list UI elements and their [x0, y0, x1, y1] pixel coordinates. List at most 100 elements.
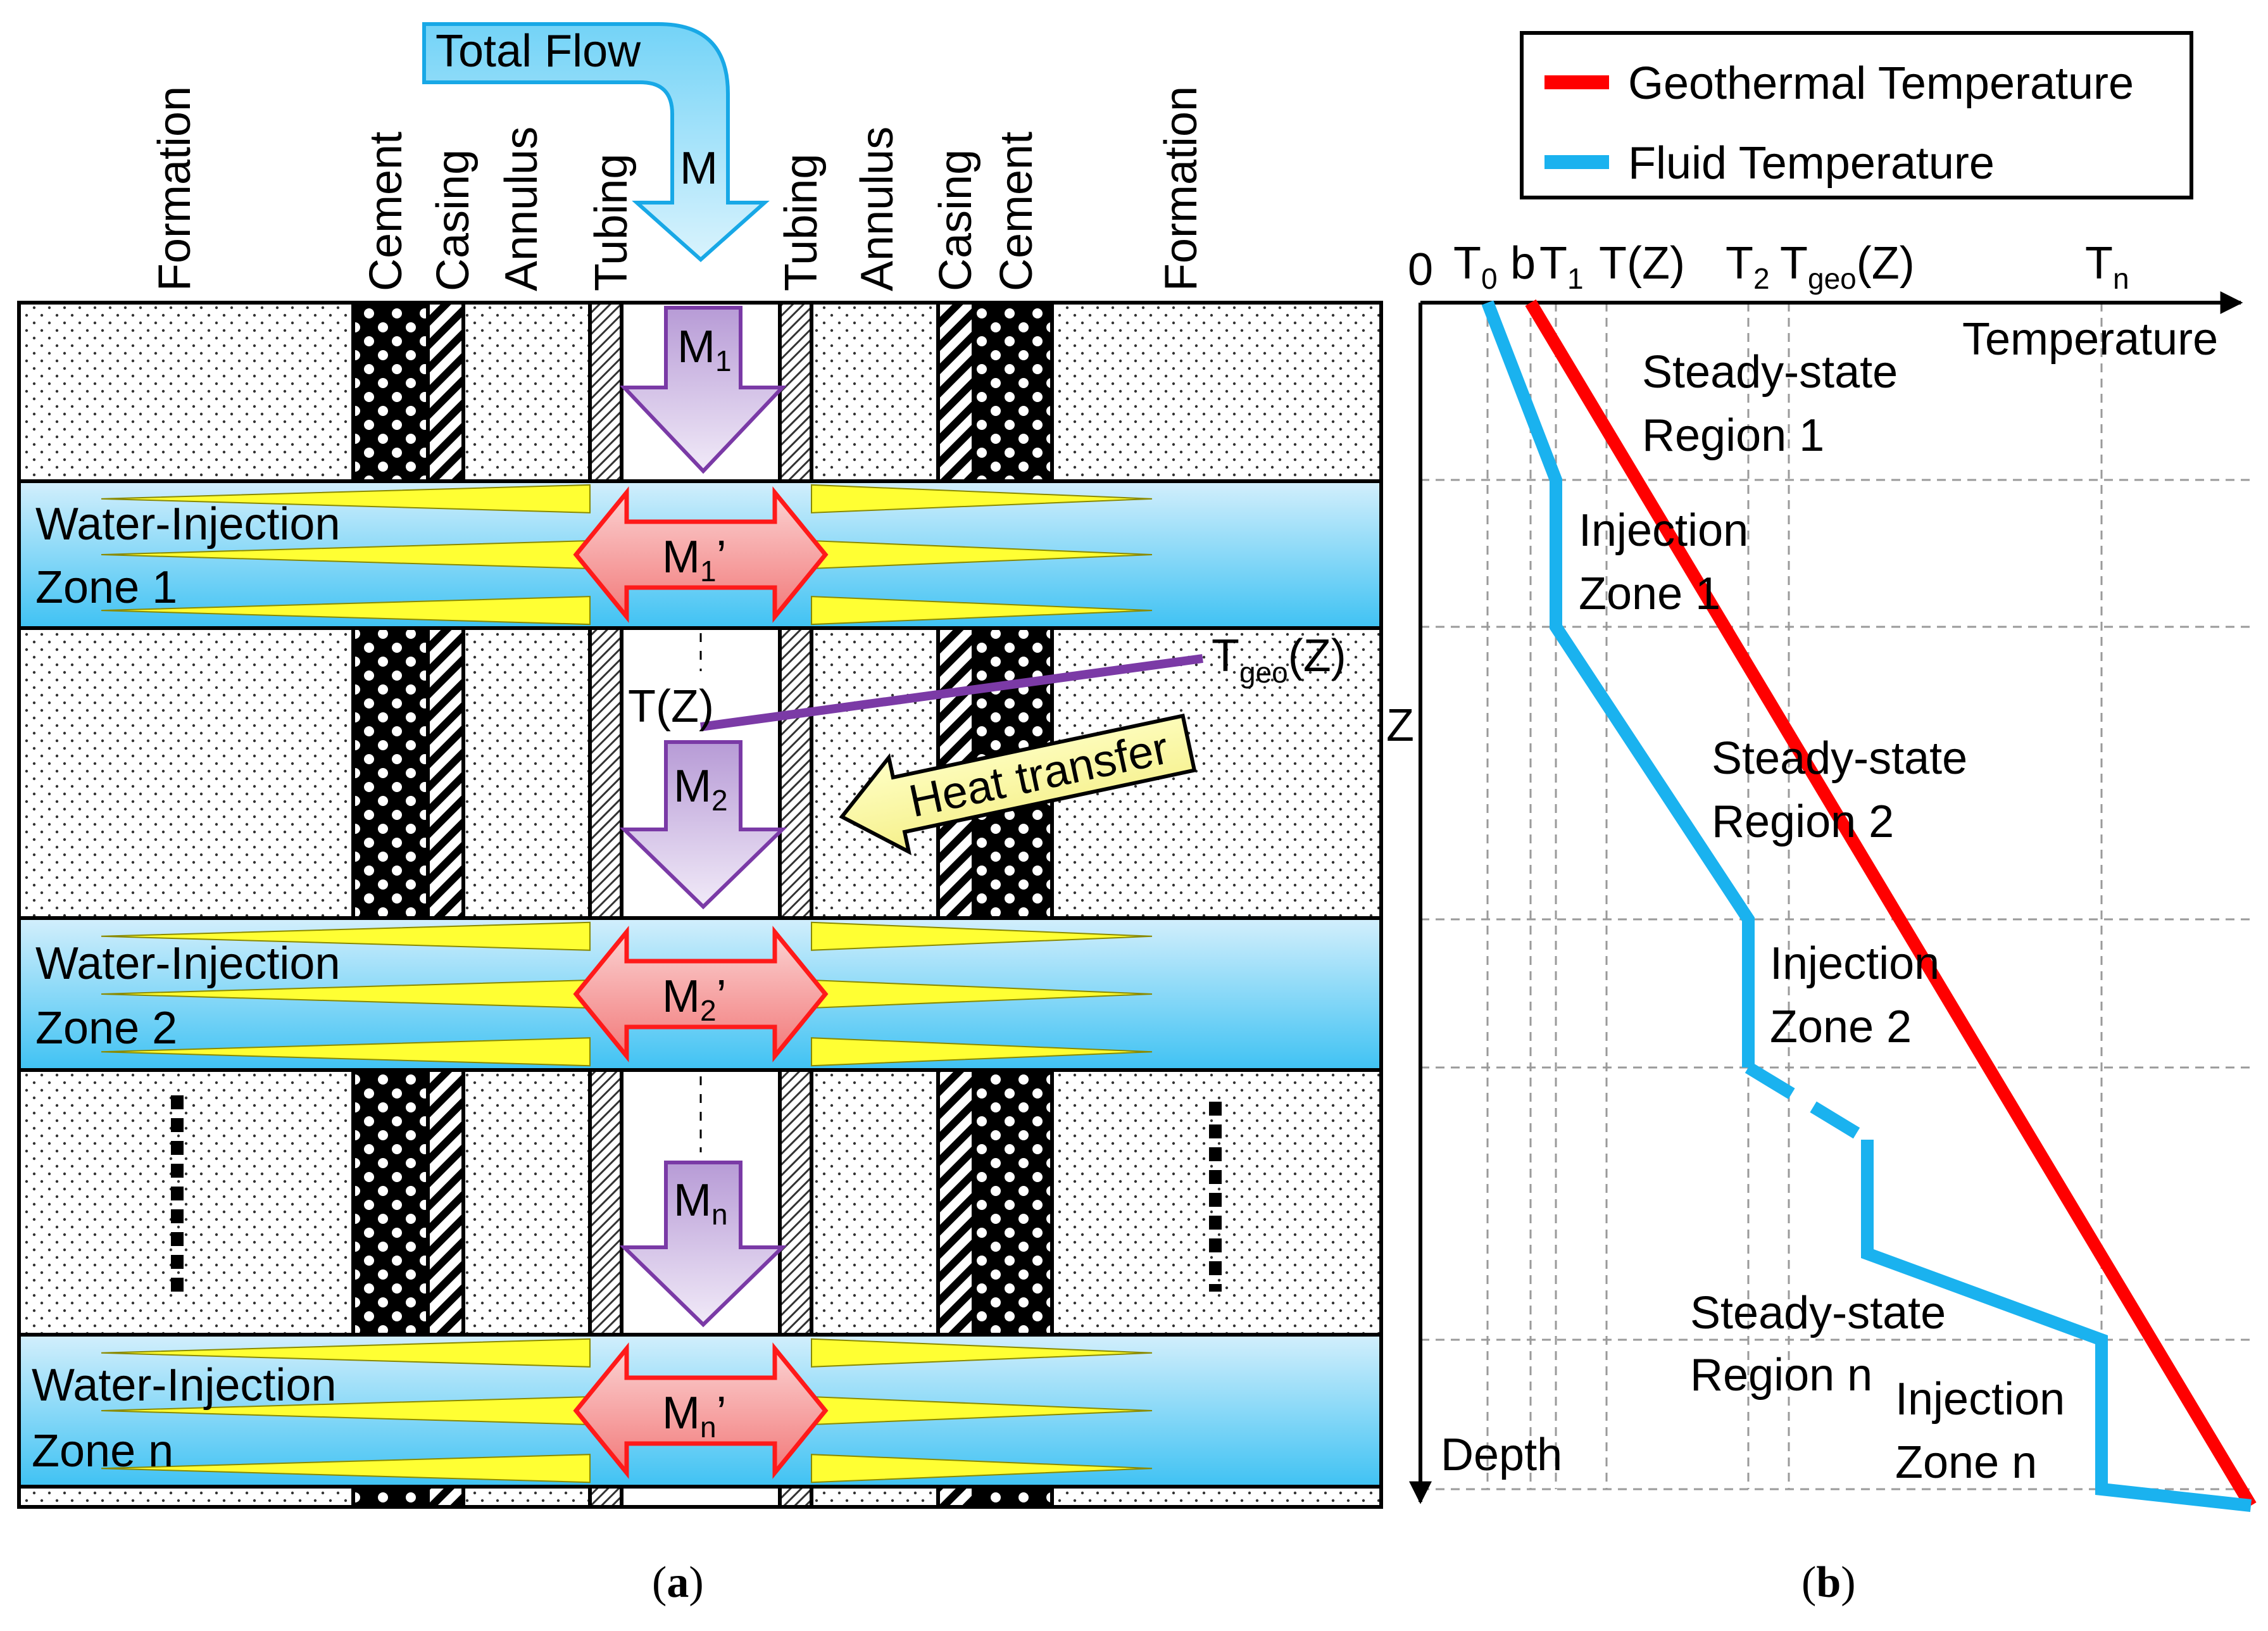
fracture-left — [101, 484, 591, 513]
fracture-left — [101, 596, 591, 626]
svg-text:T0: T0 — [1453, 238, 1498, 295]
wellbore-frame — [17, 301, 1383, 1509]
column-label-cement-left: Cement — [361, 132, 411, 291]
legend-label-geothermal: Geothermal Temperature — [1628, 58, 2134, 109]
injection-arrow-2: M2’ — [573, 926, 829, 1062]
injection-label-1: M — [662, 532, 700, 582]
region-n-line2: Region n — [1690, 1350, 1872, 1401]
fracture-right — [811, 1338, 1153, 1368]
fluid-temperature-dashed — [1745, 1062, 1871, 1145]
injection-sub-n: n — [700, 1411, 717, 1444]
injection-arrow-n: Mn’ — [573, 1342, 829, 1479]
tick-label-2: T — [1539, 238, 1567, 289]
caption-a: (a) — [652, 1558, 704, 1607]
tick-sub-2: 1 — [1567, 262, 1584, 295]
injection-n-line1: Injection — [1895, 1374, 2065, 1425]
tick-sub-6: n — [2113, 262, 2129, 295]
y-axis-label: Depth — [1441, 1430, 1562, 1480]
region-2-line1: Steady-state — [1712, 733, 1967, 784]
injection-arrow-1: M1’ — [573, 486, 829, 623]
tgeo-label-sub: geo — [1239, 656, 1288, 689]
tick-label-3: T(Z) — [1599, 238, 1685, 289]
zone-n-line1: Water-Injection — [32, 1360, 337, 1411]
caption-b-letter: b — [1816, 1558, 1841, 1607]
svg-text:M2’: M2’ — [662, 971, 727, 1027]
svg-text:T2: T2 — [1726, 238, 1770, 295]
tick-label-1: b — [1510, 238, 1536, 289]
region-1-line1: Steady-state — [1642, 347, 1898, 398]
injection-2-line2: Zone 2 — [1770, 1002, 1912, 1052]
geothermal-temperature-line — [1525, 299, 2257, 1509]
svg-text:Tgeo(Z): Tgeo(Z) — [1212, 631, 1346, 689]
injection-1-line2: Zone 1 — [1579, 569, 1720, 619]
flow-arrow-2: M2 — [619, 740, 787, 910]
tz-label: T(Z) — [628, 681, 714, 732]
column-label-annulus-left: Annulus — [496, 127, 547, 291]
zone-n-line2: Zone n — [32, 1426, 173, 1477]
flow-arrow-1: M1 — [620, 306, 787, 474]
tick-sub-4: 2 — [1753, 262, 1770, 295]
legend-label-fluid: Fluid Temperature — [1628, 138, 1995, 189]
fracture-right — [811, 596, 1153, 626]
tick-labels: T0 b T1 T(Z) T2 Tgeo(Z) Tn — [1453, 238, 2129, 295]
column-label-casing-left: Casing — [428, 149, 479, 291]
panel-b: Geothermal Temperature Fluid Temperature… — [1408, 31, 2257, 1607]
zone-2-line2: Zone 2 — [35, 1003, 177, 1054]
flow-sub-1: 1 — [715, 344, 732, 377]
column-label-casing-right: Casing — [930, 149, 981, 291]
injection-2-line1: Injection — [1770, 938, 1939, 989]
region-n-line1: Steady-state — [1690, 1288, 1946, 1338]
column-label-annulus-right: Annulus — [852, 127, 903, 291]
svg-text:Mn’: Mn’ — [662, 1388, 727, 1444]
column-label-formation-right: Formation — [1156, 86, 1206, 291]
injection-zones — [17, 479, 1383, 1489]
grid — [1420, 303, 2253, 1490]
caption-a-close: ) — [689, 1558, 703, 1607]
injection-prime-1: ’ — [717, 532, 727, 582]
injection-prime-2: ’ — [717, 971, 727, 1022]
fracture-right — [811, 484, 1153, 513]
temperature-link-line — [700, 654, 1203, 731]
svg-text:Tgeo(Z): Tgeo(Z) — [1780, 238, 1915, 295]
svg-text:Mn: Mn — [674, 1175, 728, 1231]
fluid-temperature-line — [1481, 300, 1755, 1067]
legend: Geothermal Temperature Fluid Temperature — [1520, 31, 2193, 199]
injection-sub-2: 2 — [700, 994, 717, 1027]
tick-label-6: T — [2085, 238, 2113, 289]
tgeo-label-tail: (Z) — [1288, 631, 1346, 681]
svg-text:Tn: Tn — [2085, 238, 2129, 295]
x-axis-label: Temperature — [1962, 314, 2218, 365]
injection-n-line2: Zone n — [1895, 1437, 2037, 1488]
fracture-left — [101, 1338, 591, 1368]
flow-sub-n: n — [711, 1198, 728, 1231]
flow-label-1: M — [677, 322, 715, 372]
tick-tail-5: (Z) — [1857, 238, 1915, 289]
depth-z-label: Z — [1386, 700, 1414, 751]
region-1-line2: Region 1 — [1642, 410, 1824, 461]
zone-1-line2: Zone 1 — [35, 562, 177, 613]
column-label-tubing-right: Tubing — [776, 154, 827, 291]
legend-box — [1520, 31, 2193, 199]
region-2-line2: Region 2 — [1712, 797, 1894, 847]
zone-2-line1: Water-Injection — [35, 938, 341, 989]
flow-sub-2: 2 — [711, 784, 728, 817]
column-label-tubing-left: Tubing — [586, 154, 637, 291]
svg-text:M1: M1 — [677, 322, 732, 377]
caption-b-close: ) — [1841, 1558, 1855, 1607]
tick-label-5: T — [1780, 238, 1808, 289]
total-flow-arrow — [422, 22, 770, 263]
total-flow-mass: M — [680, 143, 718, 194]
injection-prime-n: ’ — [717, 1388, 727, 1439]
column-labels: Formation Cement Casing Annulus Tubing T… — [149, 86, 1206, 291]
fracture-right — [811, 1454, 1153, 1483]
injection-label-n: M — [662, 1388, 700, 1439]
svg-text:T1: T1 — [1539, 238, 1584, 295]
injection-sub-1: 1 — [700, 555, 717, 588]
fracture-left — [101, 1454, 591, 1483]
fracture-right — [811, 1037, 1153, 1067]
tick-sub-5: geo — [1808, 262, 1857, 295]
fracture-left — [101, 921, 591, 951]
flow-arrow-n: Mn — [619, 1161, 787, 1328]
